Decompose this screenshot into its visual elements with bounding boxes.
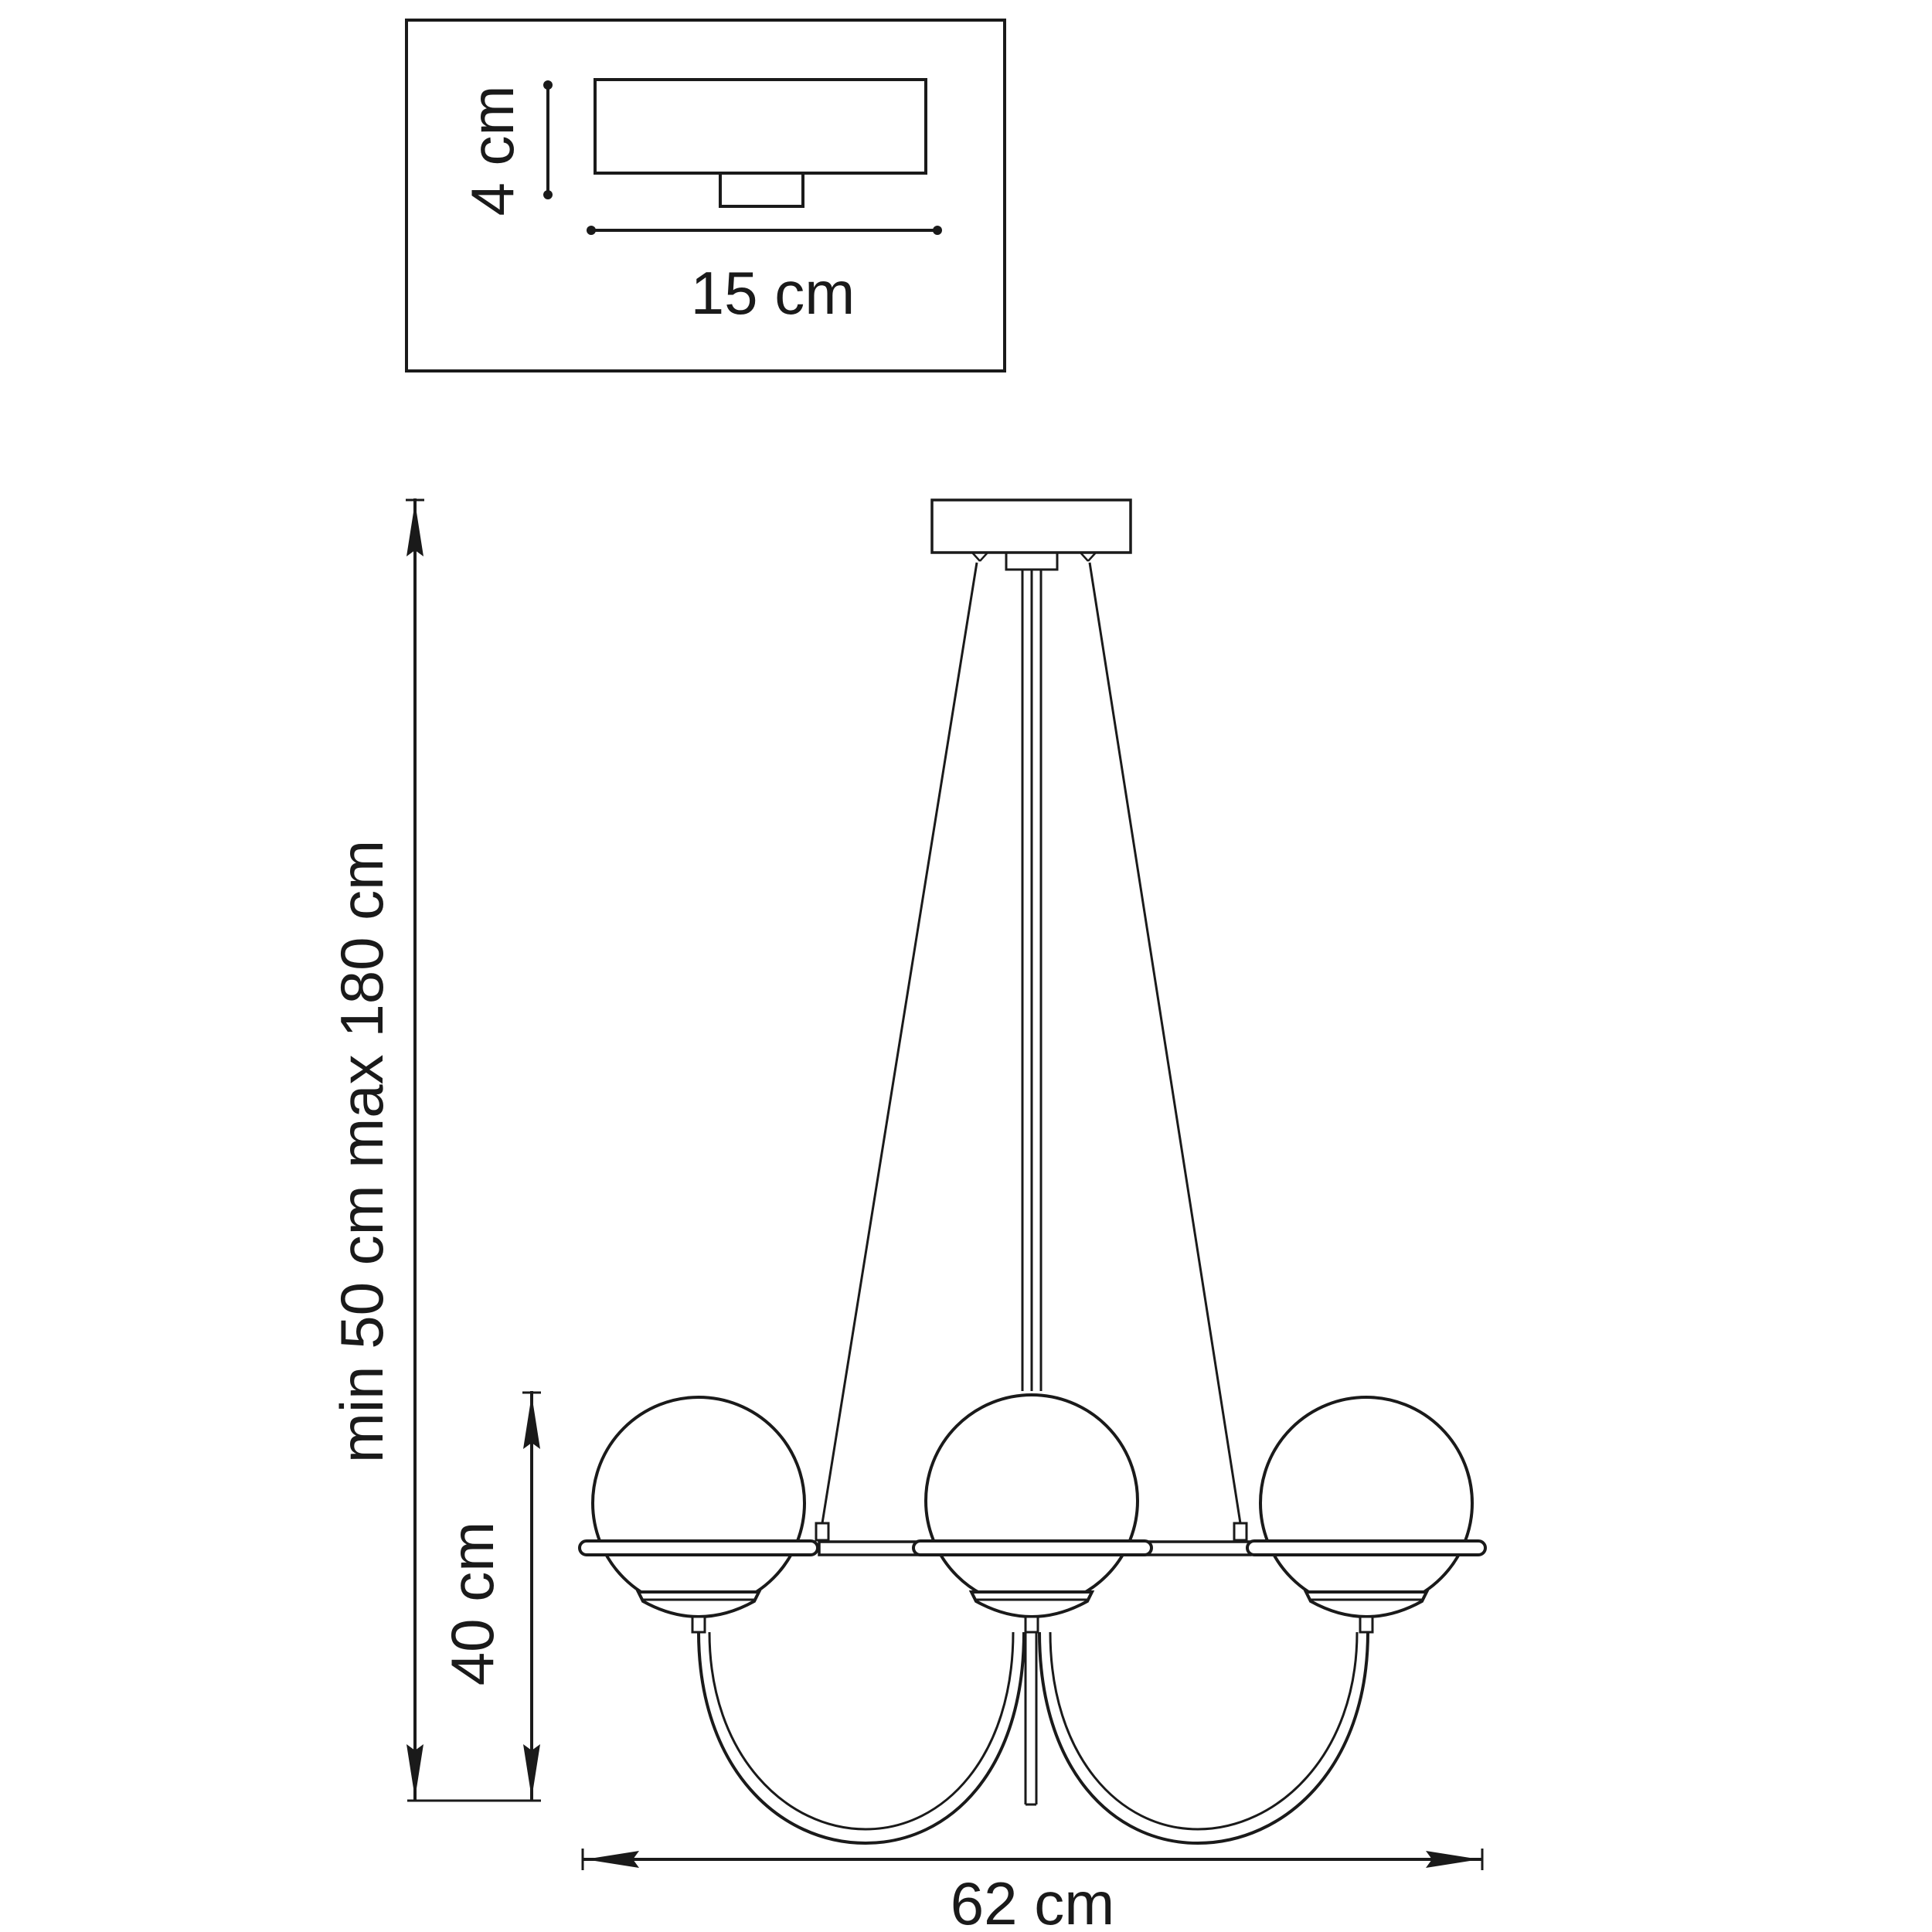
arrow-down-icon [523, 1744, 540, 1798]
total-height-label: min 50 cm max 180 cm [328, 840, 396, 1463]
canopy-socket [719, 172, 804, 208]
total-height-dimension [406, 498, 541, 1802]
drop-rod [1024, 1623, 1038, 1806]
canopy-width-dimension [587, 226, 942, 235]
arrow-left-icon [585, 1851, 639, 1868]
canopy-collar [1005, 551, 1059, 571]
cable-hook-left [971, 552, 988, 562]
cable-clamp-left [815, 1522, 830, 1542]
cable-clamp-right [1233, 1522, 1248, 1542]
globe-center [924, 1393, 1139, 1634]
chandelier [578, 498, 1487, 1845]
canopy-width-label: 15 cm [691, 259, 855, 327]
total-width-label: 62 cm [951, 1869, 1114, 1932]
frame-bar [578, 1539, 1487, 1556]
canopy-height-label: 4 cm [458, 85, 526, 216]
canopy-height-dimension [543, 80, 553, 199]
arrow-up-icon [406, 502, 423, 556]
suspension-cable-right [1088, 562, 1242, 1524]
arm-right [1038, 1631, 1369, 1845]
canopy-detail-inset: 4 cm 15 cm [405, 19, 1006, 372]
arrow-right-icon [1426, 1851, 1480, 1868]
arm-left [697, 1631, 1026, 1845]
arrow-up-icon [523, 1395, 540, 1449]
inset-frame [405, 19, 1006, 372]
body-height-dimension [522, 1391, 541, 1801]
ceiling-canopy [930, 498, 1132, 554]
central-rod [1021, 570, 1043, 1391]
arrow-down-icon [406, 1744, 423, 1798]
globe-left [591, 1396, 806, 1634]
canopy-plate [594, 78, 927, 175]
total-width-dimension [581, 1849, 1484, 1870]
suspension-cable-left [821, 562, 978, 1524]
cable-hook-right [1080, 552, 1097, 562]
body-height-label: 40 cm [438, 1522, 506, 1685]
globe-right [1259, 1396, 1474, 1634]
